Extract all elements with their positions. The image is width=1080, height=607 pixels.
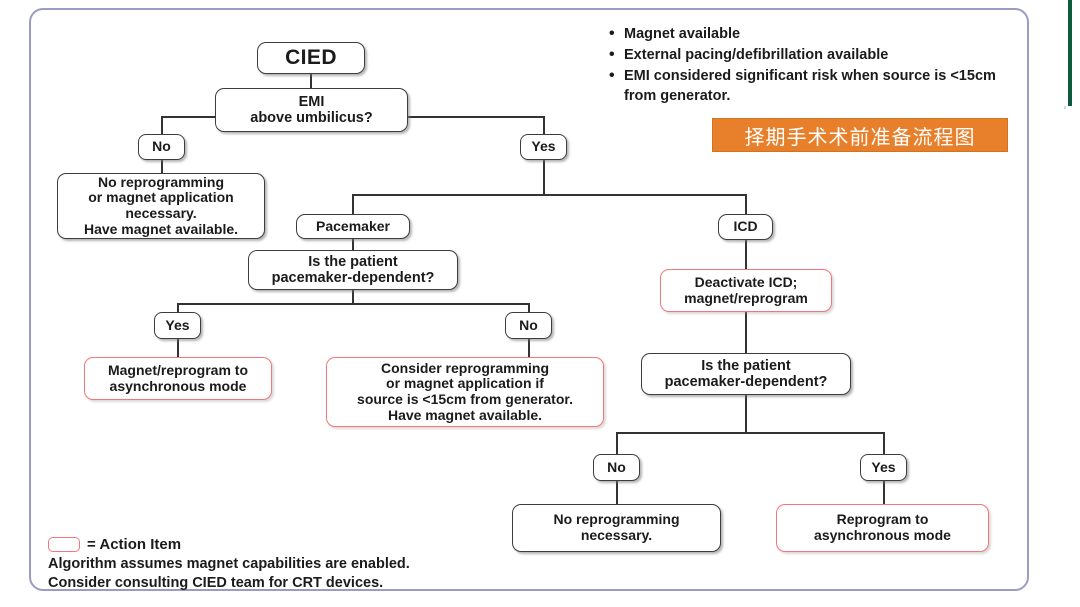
legend: = Action Item Algorithm assumes magnet c… (48, 536, 508, 592)
connector-icd-yes-to-action (883, 481, 885, 504)
node-pm-no[interactable]: No (505, 312, 552, 339)
connector-icd-yesno-split (616, 432, 884, 434)
connector-icdq-down (745, 395, 747, 433)
node-cied[interactable]: CIED (257, 42, 365, 74)
legend-action-item-row: = Action Item (48, 536, 508, 553)
node-branch-yes[interactable]: Yes (520, 134, 567, 160)
action-item-swatch-icon (48, 537, 80, 552)
right-edge-grey-mark (1064, 106, 1066, 109)
node-pm-no-action[interactable]: Consider reprogramming or magnet applica… (326, 357, 604, 427)
node-no-outcome[interactable]: No reprogramming or magnet application n… (57, 173, 265, 239)
title-banner: 择期手术术前准备流程图 (712, 118, 1008, 152)
connector-icdaction-to-question (745, 311, 747, 353)
node-icd-action[interactable]: Deactivate ICD; magnet/reprogram (660, 269, 832, 312)
connector-pacemaker-icd-split (352, 194, 746, 196)
connector-pacemaker-to-question (352, 238, 354, 251)
node-emi-question[interactable]: EMI above umbilicus? (215, 88, 408, 132)
connector-emi-to-no (161, 116, 163, 134)
node-pm-yes[interactable]: Yes (154, 312, 201, 339)
legend-action-item-label: = Action Item (87, 536, 182, 553)
connector-split-to-pm-no (528, 303, 530, 312)
note-item-1: Magnet available (609, 23, 1007, 45)
connector-split-to-icd (745, 194, 747, 214)
connector-emi-to-yes (543, 116, 545, 134)
node-icd-no-outcome[interactable]: No reprogramming necessary. (512, 504, 721, 552)
connector-icd-no-to-outcome (616, 481, 618, 504)
node-branch-no[interactable]: No (138, 134, 185, 160)
node-icd-yes-action[interactable]: Reprogram to asynchronous mode (776, 504, 989, 552)
connector-split-to-icd-no (616, 432, 618, 454)
connector-split-to-pacemaker (352, 194, 354, 214)
node-icd-no[interactable]: No (593, 454, 640, 481)
connector-yes-down (543, 159, 545, 195)
connector-split-to-pm-yes (177, 303, 179, 312)
right-edge-green-strip (1068, 0, 1072, 106)
node-icd[interactable]: ICD (718, 214, 773, 240)
connector-cied-to-emi (310, 74, 312, 98)
connector-emi-right-horizontal (407, 116, 544, 118)
connector-pmq-down (352, 289, 354, 304)
note-item-3: EMI considered significant risk when sou… (609, 65, 1007, 106)
connector-icd-to-action (745, 240, 747, 270)
connector-pm-no-to-action (528, 339, 530, 357)
note-item-2: External pacing/defibrillation available (609, 44, 1007, 66)
legend-footnote: Algorithm assumes magnet capabilities ar… (48, 556, 410, 591)
connector-no-to-outcome (161, 159, 163, 174)
node-pm-dependent-question[interactable]: Is the patient pacemaker-dependent? (248, 250, 458, 290)
connector-pm-yesno-split (177, 303, 529, 305)
notes-list: Magnet available External pacing/defibri… (607, 23, 1007, 107)
node-icd-yes[interactable]: Yes (860, 454, 907, 481)
node-icd-dependent-question[interactable]: Is the patient pacemaker-dependent? (641, 353, 851, 395)
connector-emi-left-horizontal (162, 116, 216, 118)
node-pacemaker[interactable]: Pacemaker (296, 214, 410, 239)
connector-split-to-icd-yes (883, 432, 885, 454)
node-pm-yes-action[interactable]: Magnet/reprogram to asynchronous mode (84, 357, 272, 400)
connector-pm-yes-to-action (177, 339, 179, 357)
